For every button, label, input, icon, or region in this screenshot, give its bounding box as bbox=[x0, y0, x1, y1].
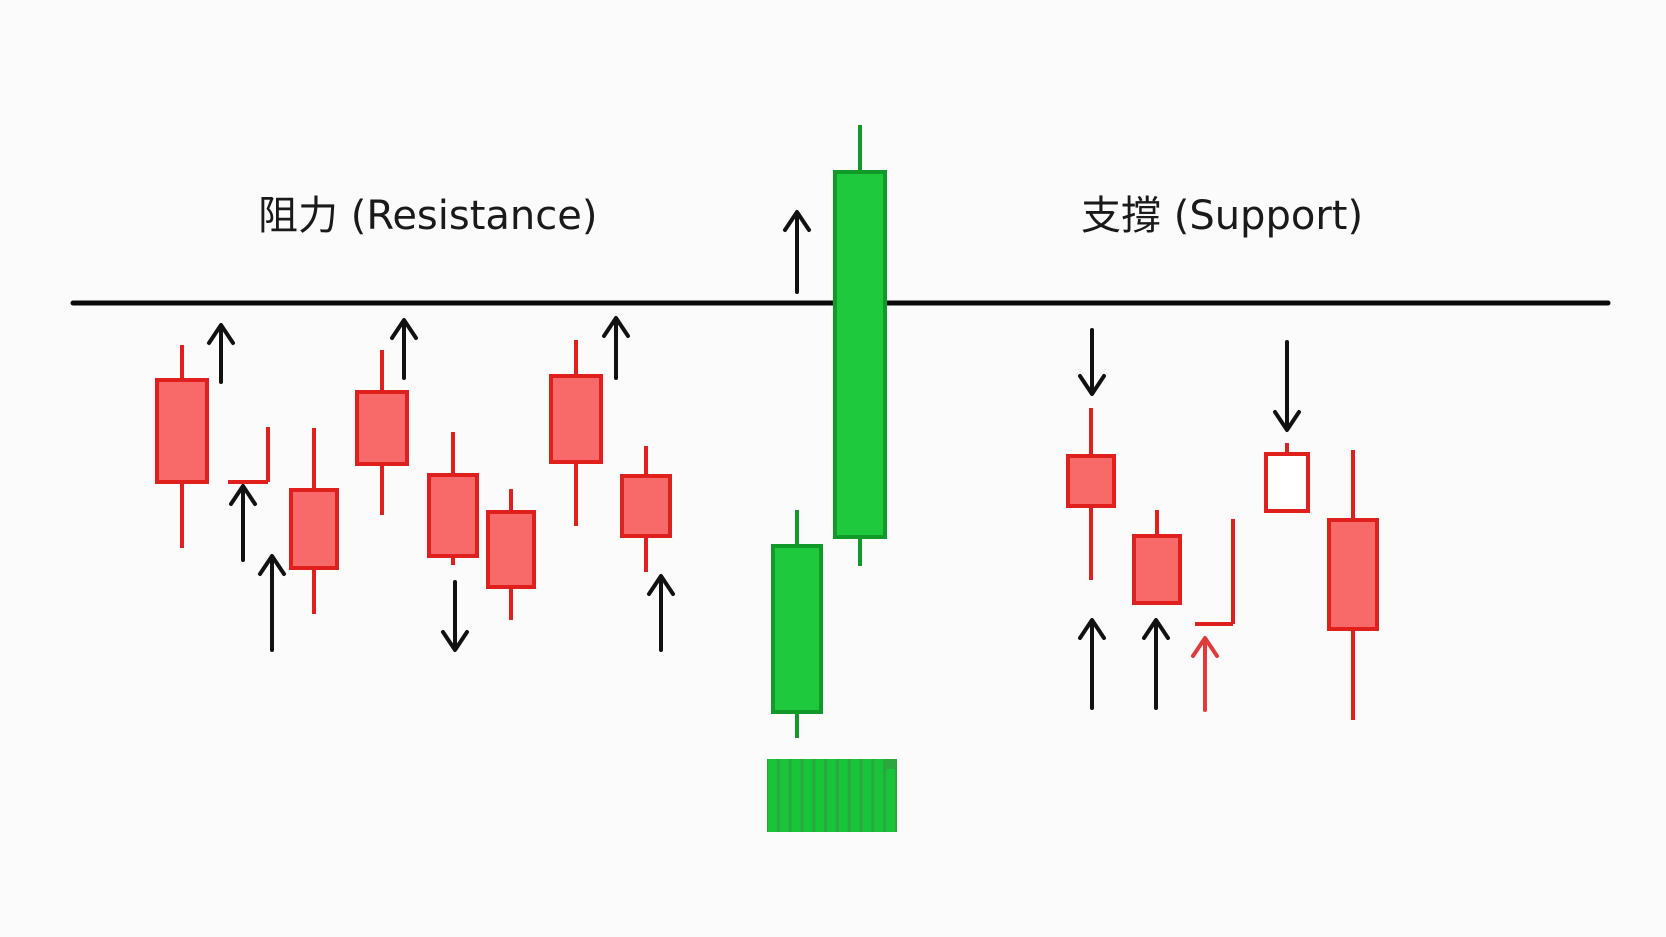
candle-body bbox=[1066, 454, 1116, 508]
candle-body bbox=[427, 473, 479, 558]
volume-bar bbox=[886, 769, 895, 832]
arrow-down-icon bbox=[1273, 340, 1301, 432]
arrow-up-icon bbox=[783, 210, 811, 294]
candle-r4 bbox=[355, 350, 409, 515]
volume-bar bbox=[838, 759, 848, 832]
candle-r6 bbox=[486, 489, 536, 620]
candle-body bbox=[1264, 452, 1310, 513]
volume-block bbox=[767, 759, 897, 832]
arrow-up-icon bbox=[1142, 618, 1170, 710]
candle-r1 bbox=[155, 345, 209, 548]
volume-bar bbox=[827, 759, 836, 832]
resistance-label: 阻力 (Resistance) bbox=[258, 193, 597, 239]
arrow-up-icon bbox=[207, 323, 235, 384]
candle-r3 bbox=[289, 428, 339, 614]
candle-body bbox=[1132, 534, 1182, 605]
support-label: 支撐 (Support) bbox=[1081, 193, 1363, 239]
arrows-layer bbox=[207, 210, 1301, 712]
volume-bar bbox=[862, 759, 872, 832]
candle-body bbox=[289, 488, 339, 570]
candle-b2 bbox=[833, 125, 887, 566]
arrow-up-icon bbox=[1078, 618, 1106, 710]
candle-r5 bbox=[427, 432, 479, 565]
candle-b1 bbox=[771, 510, 823, 738]
arrow-up-icon bbox=[390, 318, 418, 380]
arrow-down-icon bbox=[441, 580, 469, 652]
candle-body bbox=[549, 374, 603, 464]
candle-s3 bbox=[1195, 519, 1235, 626]
volume-bar bbox=[874, 759, 884, 832]
arrow-down-icon bbox=[1078, 328, 1106, 396]
candle-r8 bbox=[620, 446, 672, 572]
candle-body bbox=[155, 378, 209, 484]
volume-bar bbox=[803, 759, 813, 832]
volume-bar bbox=[768, 759, 777, 832]
candle-body bbox=[1327, 518, 1379, 631]
candle-s2 bbox=[1132, 510, 1182, 605]
candle-r2 bbox=[228, 427, 270, 484]
arrow-up-icon bbox=[647, 574, 675, 652]
volume-bar bbox=[815, 759, 825, 832]
arrow-up-icon bbox=[258, 554, 286, 652]
candle-body bbox=[833, 170, 887, 539]
volume-bar bbox=[791, 759, 801, 832]
candle-body bbox=[355, 390, 409, 466]
candles-layer bbox=[155, 125, 1379, 738]
candle-body bbox=[486, 510, 536, 589]
volume-bar bbox=[779, 759, 789, 832]
volume-bar bbox=[850, 759, 860, 832]
candle-body bbox=[620, 474, 672, 538]
arrow-up-icon bbox=[1191, 636, 1219, 712]
candle-s1 bbox=[1066, 408, 1116, 580]
candle-r7 bbox=[549, 340, 603, 526]
arrow-up-icon bbox=[229, 484, 257, 562]
candle-s4 bbox=[1264, 443, 1310, 513]
candle-s5 bbox=[1327, 450, 1379, 720]
arrow-up-icon bbox=[602, 316, 630, 380]
candle-body bbox=[771, 544, 823, 714]
